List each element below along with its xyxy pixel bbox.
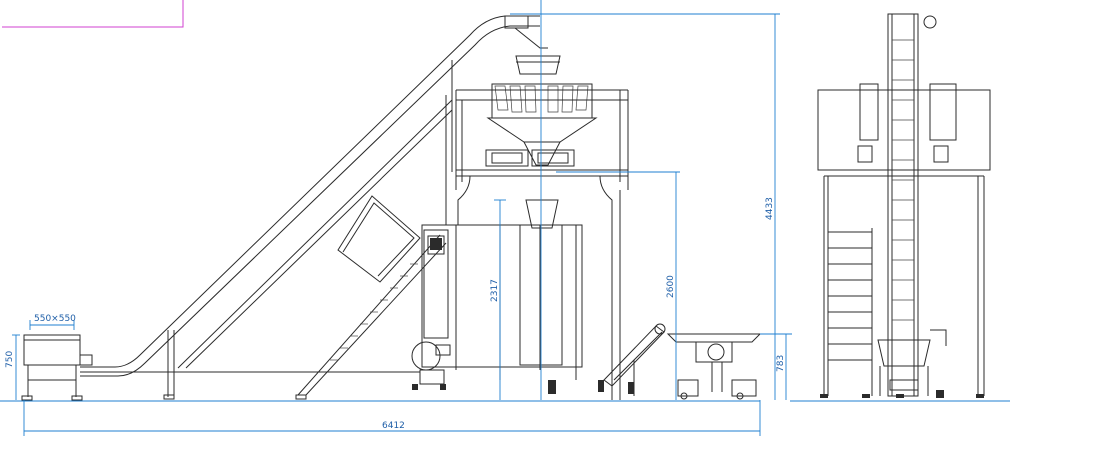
dim-total-height-label: 4433	[765, 197, 775, 220]
side-view-machine	[817, 13, 991, 398]
rotary-table	[666, 333, 762, 400]
dim-conveyor-height: 783	[760, 333, 792, 400]
dim-hopper-size: 550×550	[29, 314, 76, 330]
output-conveyor	[603, 323, 666, 396]
dim-total-length-label: 6412	[382, 421, 405, 431]
dim-conveyor-height-label: 783	[776, 355, 786, 372]
dim-total-height: 4433	[510, 13, 780, 400]
feed-hopper	[21, 334, 93, 401]
inclined-conveyor	[80, 15, 548, 400]
dim-platform-height: 2600	[556, 171, 680, 400]
dim-scale-height-label: 2317	[490, 279, 500, 302]
dim-total-length: 6412	[23, 400, 761, 436]
multihead-weigher	[455, 55, 629, 171]
dim-hopper-height-label: 750	[5, 351, 15, 368]
title-frame	[2, 0, 184, 28]
dim-hopper-height: 750	[5, 334, 20, 400]
dim-platform-height-label: 2600	[666, 275, 676, 298]
platform-frame	[455, 89, 629, 400]
dim-scale-height: 2317	[490, 199, 506, 400]
vffs-packing-machine	[411, 224, 634, 394]
dim-hopper-size-label: 550×550	[34, 314, 76, 324]
